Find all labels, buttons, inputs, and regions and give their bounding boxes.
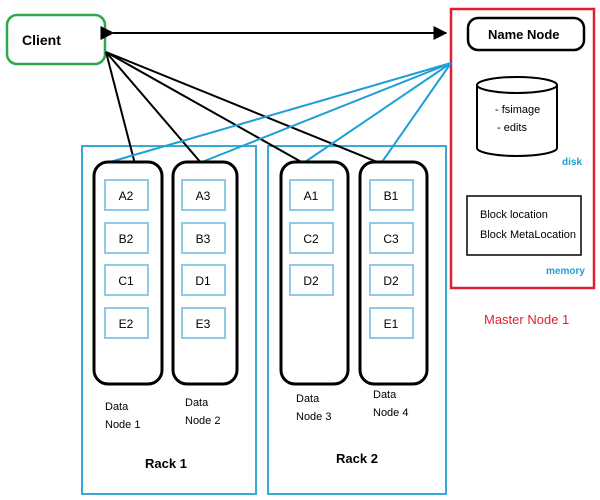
client-line-node4 [105, 51, 383, 165]
data-node-label: Data [105, 401, 129, 413]
block-box [104, 307, 149, 339]
block-box [104, 264, 149, 296]
disk-cylinder [476, 76, 558, 157]
memory-label: memory [546, 266, 585, 277]
block-box [369, 264, 414, 296]
block-label: D1 [195, 274, 211, 288]
namenode-line-node1 [109, 62, 452, 163]
client-label: Client [22, 32, 61, 48]
block-box [369, 307, 414, 339]
data-node-label: Data [373, 389, 397, 401]
block-label: D2 [383, 274, 399, 288]
client-line-node1 [105, 51, 136, 165]
rack-label: Rack 2 [336, 451, 378, 466]
rack-2-box [267, 145, 447, 495]
data-node-label: Data [296, 393, 320, 405]
block-label: C2 [303, 232, 319, 246]
rack-1-box [81, 145, 257, 495]
data-node-label: Node 1 [105, 419, 140, 431]
client-line-node3 [105, 51, 306, 165]
block-box [369, 222, 414, 254]
block-box [104, 179, 149, 211]
block-label: E3 [196, 317, 211, 331]
data-node-label: Node 2 [185, 415, 220, 427]
disk-item: - fsimage [495, 104, 540, 116]
block-label: A2 [119, 189, 134, 203]
data-node-label: Node 3 [296, 411, 331, 423]
memory-item: Block location [480, 209, 548, 221]
block-box [289, 222, 334, 254]
block-box [181, 179, 226, 211]
client-line-node2 [105, 51, 203, 165]
client-connection-lines [105, 51, 383, 165]
block-label: B2 [119, 232, 134, 246]
block-box [181, 264, 226, 296]
master-node-box [449, 7, 596, 290]
data-node-label: Node 4 [373, 407, 408, 419]
block-label: C1 [118, 274, 134, 288]
block-box [104, 222, 149, 254]
block-label: C3 [383, 232, 399, 246]
namenode-connection-lines [109, 62, 452, 163]
name-node-box [466, 16, 586, 52]
disk-label: disk [562, 157, 582, 168]
block-label: B1 [384, 189, 399, 203]
block-label: A3 [196, 189, 211, 203]
name-node-label: Name Node [488, 27, 560, 42]
block-box [181, 307, 226, 339]
namenode-line-node4 [381, 62, 452, 163]
block-box [181, 222, 226, 254]
block-box [369, 179, 414, 211]
block-label: B3 [196, 232, 211, 246]
block-label: A1 [304, 189, 319, 203]
memory-box [466, 195, 582, 256]
block-label: D2 [303, 274, 319, 288]
memory-item: Block MetaLocation [480, 229, 576, 241]
rack-label: Rack 1 [145, 456, 187, 471]
disk-item: - edits [497, 122, 527, 134]
master-node-label: Master Node 1 [484, 312, 569, 327]
block-label: E1 [384, 317, 399, 331]
data-node-label: Data [185, 397, 209, 409]
block-label: E2 [119, 317, 134, 331]
block-box [289, 264, 334, 296]
namenode-line-node3 [304, 62, 452, 163]
namenode-line-node2 [201, 62, 452, 163]
block-box [289, 179, 334, 211]
